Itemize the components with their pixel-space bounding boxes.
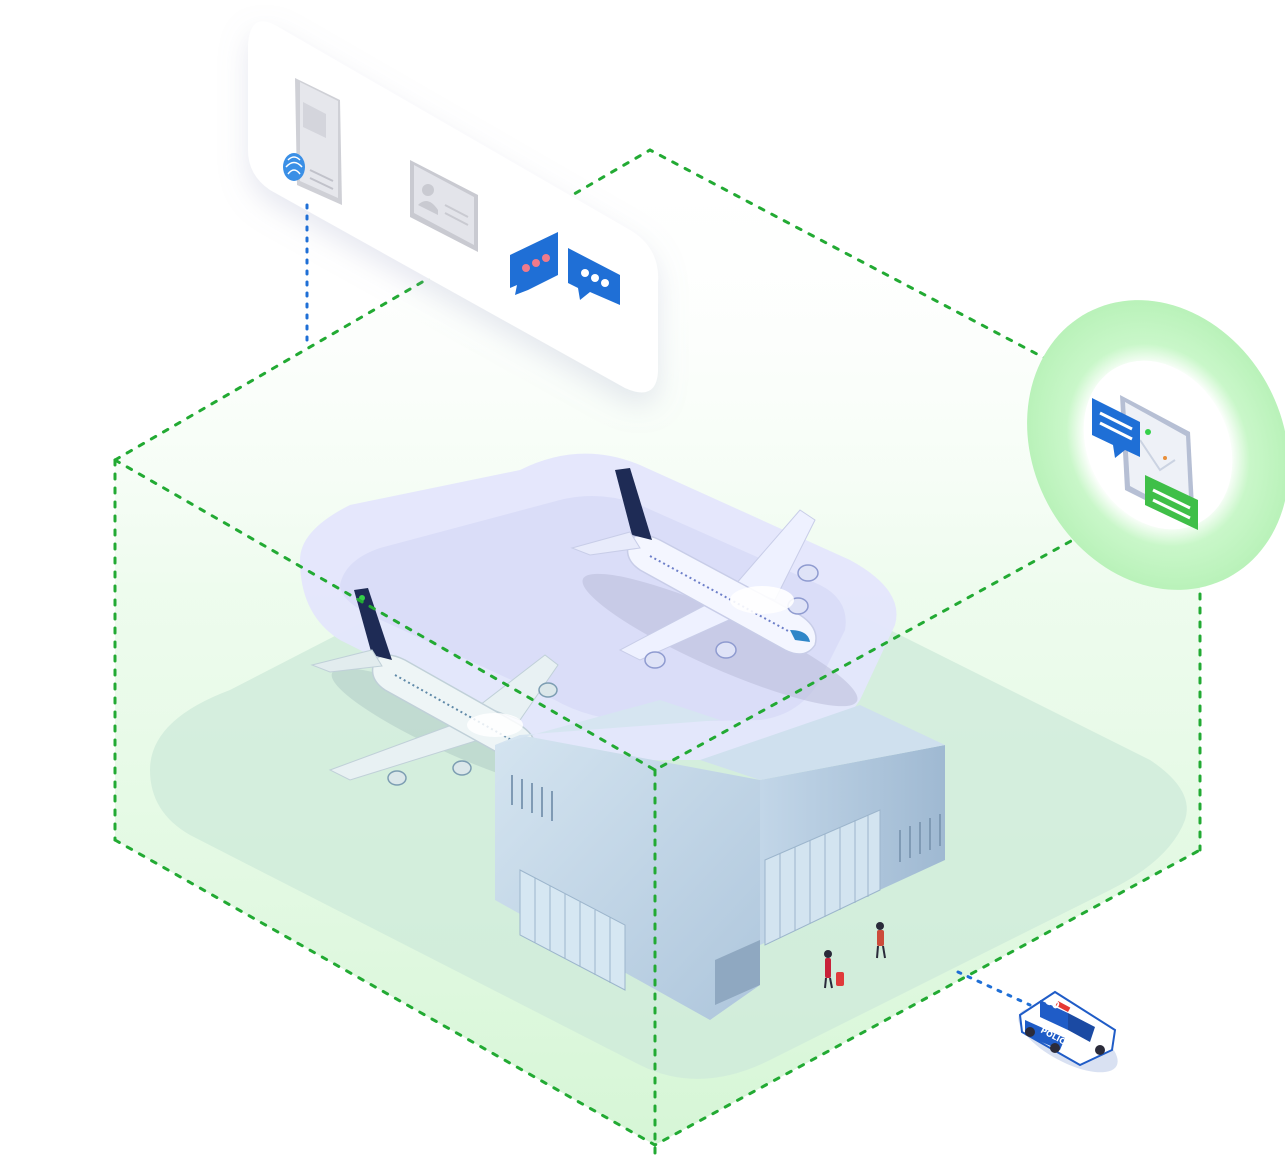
passenger-with-luggage [824, 950, 844, 989]
fingerprint-icon [283, 153, 305, 181]
document-icon [295, 78, 342, 205]
communication-hub [1027, 300, 1285, 590]
vehicle-connector [956, 970, 1032, 1007]
terminal-building [495, 700, 945, 1020]
identity-verification-panel [248, 21, 659, 393]
message-icon [1092, 398, 1198, 530]
id-card-icon [410, 160, 478, 252]
police-car: 50 POLICE [1018, 990, 1118, 1073]
zone-outline [113, 148, 1202, 1157]
chat-bubble-icon [510, 232, 620, 305]
passenger-walking [876, 922, 886, 959]
airplane-top [570, 468, 858, 707]
